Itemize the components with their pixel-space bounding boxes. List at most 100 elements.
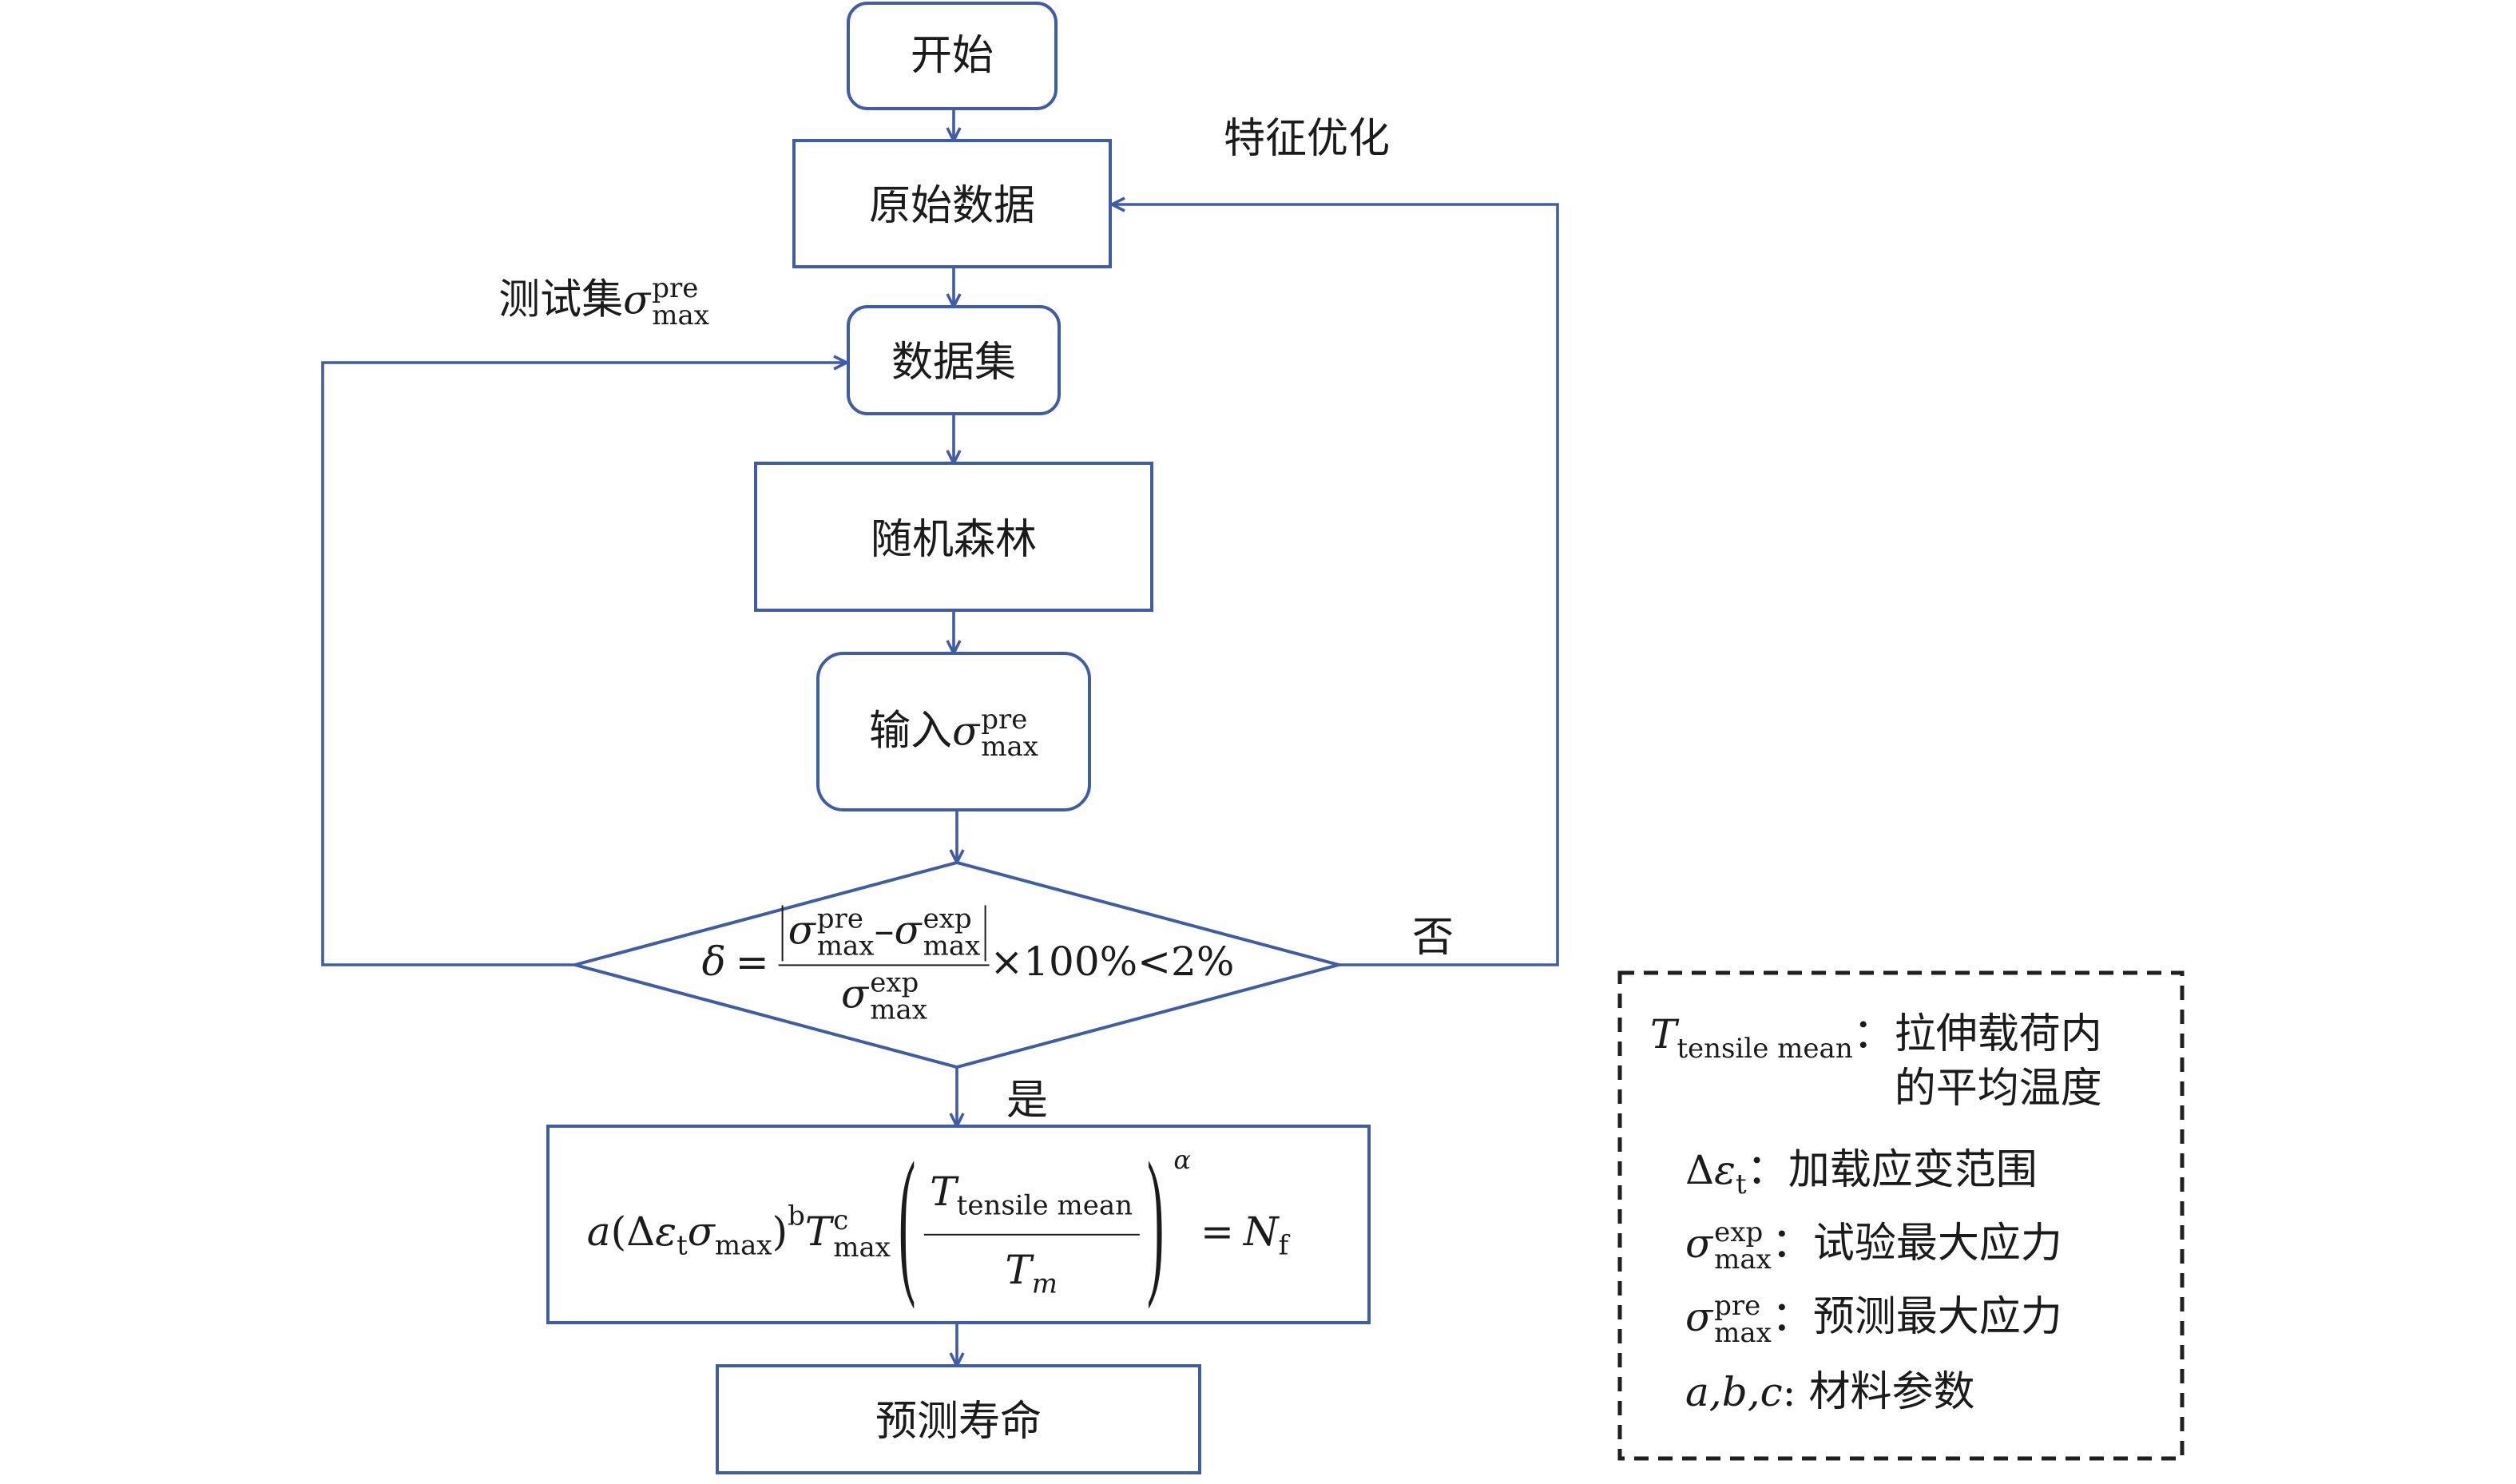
minus-sign: – (874, 907, 895, 954)
den-exp-sub: max (870, 994, 927, 1026)
num-exp-sub: max (923, 930, 981, 962)
exponent-alpha: α (1173, 1144, 1191, 1175)
num-pre-sub: max (816, 930, 875, 962)
num-exp-sup: exp (923, 903, 972, 935)
loop-test-set (321, 363, 847, 966)
epsilon-symbol: ε (655, 1208, 677, 1255)
raw-data-label: 原始数据 (868, 182, 1036, 231)
legend-sigma-pre-symbol: σ (1685, 1294, 1713, 1340)
no-label: 否 (1411, 914, 1454, 962)
test-set-text: 测试集 (498, 276, 624, 325)
exponent-b: b (788, 1200, 805, 1233)
legend-box (1617, 970, 2185, 1461)
sigma-sub: max (714, 1230, 772, 1263)
legend-abc-sep: : (1782, 1369, 1796, 1415)
t-m-sub: m (1031, 1268, 1058, 1301)
legend-sigma-pre-sep: ： (1771, 1294, 1813, 1342)
decision-threshold: ×100%<2% (990, 938, 1235, 985)
loop-feature-optimization (1112, 204, 1559, 966)
big-right-paren: ) (1147, 1125, 1165, 1311)
open-delta: (Δ (610, 1208, 656, 1255)
feature-optimization-label: 特征优化 (1223, 115, 1391, 164)
legend-sigma-exp-sub: max (1714, 1244, 1772, 1276)
legend-abc-symbols: a,b,c (1685, 1369, 1783, 1415)
t-m-symbol: T (1005, 1246, 1032, 1293)
test-set-sup: pre (652, 273, 699, 305)
close-paren: ) (772, 1208, 788, 1255)
ratio-numerator: Ttensile mean (923, 1166, 1140, 1236)
input-sigma: σ (952, 708, 980, 755)
legend-sigma-pre-sup: pre (1714, 1290, 1761, 1323)
n-symbol: N (1243, 1208, 1279, 1255)
legend-t-desc: 拉伸载荷内的平均温度 (1895, 1008, 2102, 1117)
num-sigma-pre: σ (788, 907, 816, 954)
input-sup: pre (981, 704, 1028, 736)
test-set-sub: max (652, 300, 709, 332)
epsilon-sub: t (677, 1230, 688, 1263)
random-forest-label: 随机森林 (870, 516, 1038, 565)
den-exp-sup: exp (870, 966, 919, 999)
start-node (847, 2, 1058, 110)
exponent-c: c (833, 1204, 849, 1237)
dataset-label: 数据集 (891, 339, 1017, 387)
legend-eps-sep: ： (1746, 1147, 1788, 1195)
legend-abc-desc: 材料参数 (1808, 1369, 1975, 1417)
t-max-symbol: T (804, 1208, 832, 1255)
t-max-sub: max (833, 1232, 891, 1264)
n-sub: f (1278, 1230, 1289, 1263)
legend-t-sub: tensile mean (1677, 1033, 1853, 1065)
coef-a: a (586, 1208, 611, 1255)
legend-sigma-exp-desc: 试验最大应力 (1812, 1220, 2062, 1268)
random-forest-node (754, 462, 1153, 612)
legend-item-abc: a,b,c: 材料参数 (1685, 1366, 1975, 1420)
legend-t-tensile-term: Ttensile mean： (1650, 1008, 1895, 1077)
legend-eps-symbol: ε (1714, 1147, 1736, 1193)
t-tensile-symbol: T (930, 1168, 957, 1215)
life-equals: = (1200, 1208, 1234, 1255)
big-left-paren: ( (898, 1125, 916, 1311)
decision-equals: = (735, 938, 769, 985)
legend-delta-symbol: Δ (1685, 1147, 1715, 1193)
delta-symbol: δ (701, 938, 726, 985)
legend-t-desc-line1: 拉伸载荷内 (1894, 1011, 2102, 1059)
legend-sigma-exp-sup: exp (1714, 1216, 1764, 1249)
legend-t-sep: ： (1852, 1011, 1895, 1059)
t-tensile-sub: tensile mean (956, 1190, 1133, 1223)
raw-data-node (792, 139, 1112, 268)
num-pre-sup: pre (816, 903, 863, 935)
legend-sigma-exp-symbol: σ (1685, 1220, 1713, 1267)
legend-sigma-exp-sep: ： (1771, 1220, 1813, 1268)
predict-life-node (716, 1364, 1201, 1474)
input-text: 输入 (869, 708, 953, 756)
start-label: 开始 (910, 32, 994, 81)
predict-life-label: 预测寿命 (875, 1398, 1042, 1446)
legend-eps-sub: t (1735, 1169, 1747, 1201)
legend-t-desc-line2: 的平均温度 (1894, 1065, 2102, 1113)
legend-sigma-pre-desc: 预测最大应力 (1812, 1294, 2062, 1342)
test-set-sigma: σ (623, 276, 651, 323)
legend-item-t-tensile: Ttensile mean： 拉伸载荷内的平均温度 (1650, 1008, 2102, 1117)
ratio-denominator: Tm (923, 1236, 1139, 1303)
input-sub: max (981, 732, 1038, 764)
